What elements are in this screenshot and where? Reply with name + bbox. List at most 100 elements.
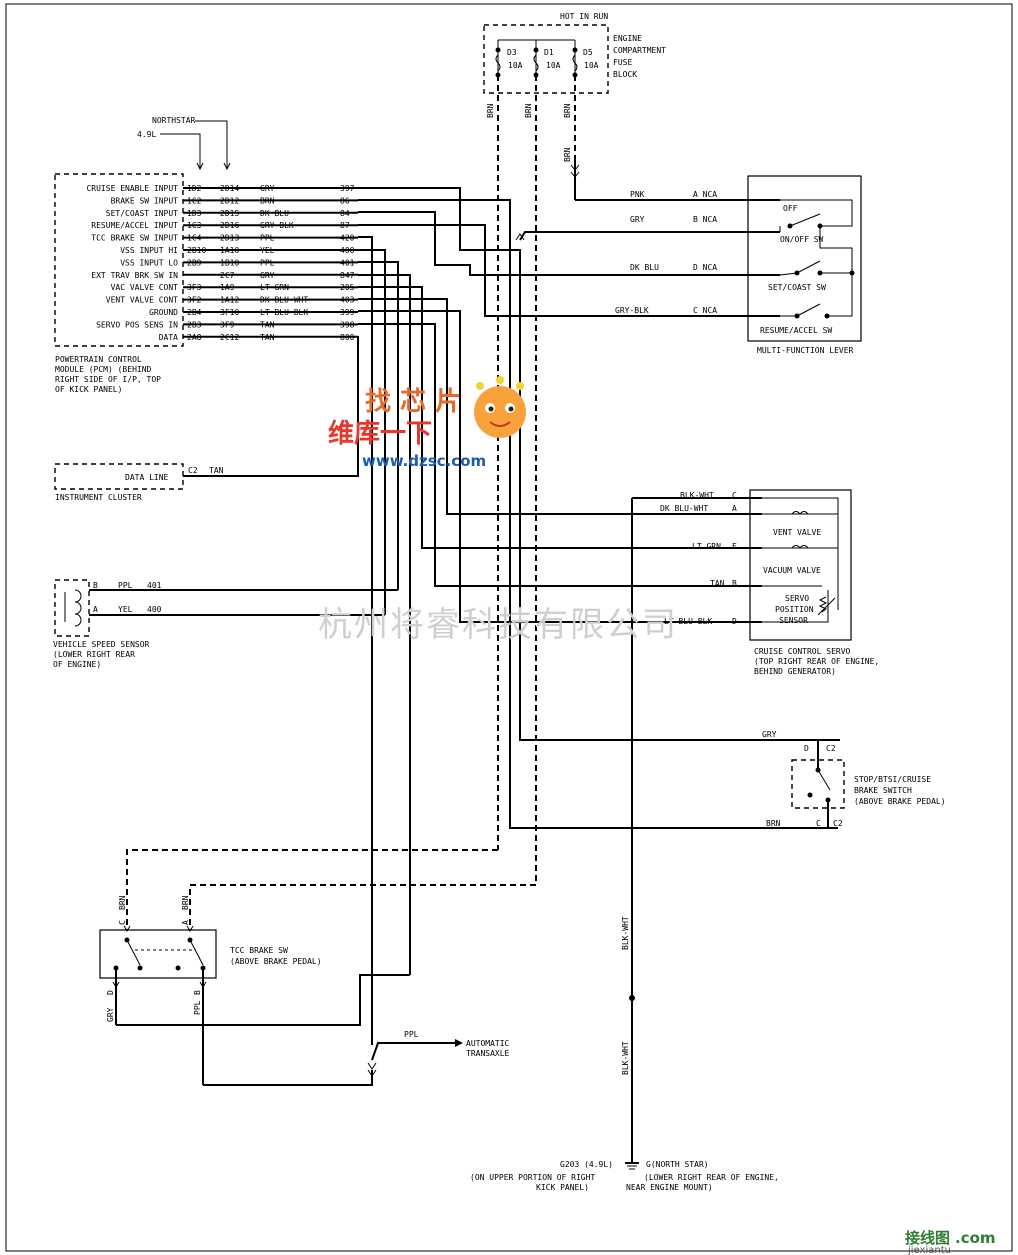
stop-sw-bot-color: BRN [766,819,781,828]
fuse-d3-name: D3 [507,48,517,57]
transaxle-wire-ppl: PPL [404,1030,419,1039]
fuse-d5-name: D5 [583,48,593,57]
fuse-wire-brn-2: BRN [524,103,533,118]
watermark-text: 杭州将睿科技有限公司 [318,605,678,645]
cluster-connector: C2 [188,466,198,475]
vss-pin-b: B [93,581,98,590]
northstar-label: NORTHSTAR [152,116,196,125]
fuse-d1-name: D1 [544,48,554,57]
pcm-pin-label: VAC VALVE CONT [111,283,179,292]
mfl-wire-gry: GRY [630,215,645,224]
servo-wire-dkbluwht: DK BLU-WHT [660,504,708,513]
logo-mascot-face [474,386,526,438]
stop-sw-caption-2: BRAKE SWITCH [854,786,912,795]
pcm-caption-1: POWERTRAIN CONTROL [55,355,142,364]
fuse-block: HOT IN RUN D3 10A D1 10A D5 10A ENGINE C… [483,12,666,94]
logo-line2: 维库一下 [328,418,432,449]
pcm-pin-label: CRUISE ENABLE INPUT [86,184,178,193]
tcc-brn-2: BRN [181,895,190,910]
ground-right-caption-2: NEAR ENGINE MOUNT) [626,1183,713,1192]
corner-brand: 接线图 .com jiexiantu [905,1229,996,1255]
pcm-pin-label: EXT TRAV BRK SW IN [91,271,178,280]
cluster-wire-color: TAN [209,466,224,475]
tcc-brn-1: BRN [118,895,127,910]
vss-circuit-a: 400 [147,605,162,614]
servo-sensor-label-2: POSITION [775,605,814,614]
tcc-ppl: PPL [193,1000,202,1015]
cruise-control-servo: BLK-WHT C DK BLU-WHT A LT GRN E TAN B LT… [631,489,879,1150]
fuse-wire-brn-1: BRN [486,103,495,118]
transaxle-label-1: AUTOMATIC [466,1039,510,1048]
tcc-pin-c: C [118,920,127,925]
vehicle-speed-sensor: B PPL 401 A YEL 400 VEHICLE SPEED SENSOR… [53,579,398,669]
ground-left-caption-2: KICK PANEL) [536,1183,589,1192]
instrument-cluster: DATA LINE C2 TAN INSTRUMENT CLUSTER [54,463,224,502]
vss-pin-a: A [93,605,98,614]
pcm-pin-label: VENT VALVE CONT [106,296,178,305]
fuse-block-label-1: ENGINE [613,34,642,43]
servo-wire-ltblublk: LT BLU-BLK [664,617,712,626]
mfl-off-label: OFF [783,204,798,213]
vss-caption-3: OF ENGINE) [53,660,101,669]
ground-wire-blkwht-1: BLK-WHT [621,916,630,950]
fuse-block-label-3: FUSE [613,58,632,67]
pcm-pin-label: BRAKE SW INPUT [111,196,179,205]
tcc-gry: GRY [106,1007,115,1022]
mfl-pin-b: B NCA [693,215,717,224]
pcm-caption-4: OF KICK PANEL) [55,385,122,394]
servo-pin-d: D [732,617,737,626]
pcm-pin-label: GROUND [149,308,178,317]
servo-pin-b: B [732,579,737,588]
servo-wire-tan: TAN [710,579,725,588]
ground-right-caption-1: (LOWER RIGHT REAR OF ENGINE, [644,1173,779,1182]
servo-sensor-label-1: SERVO [785,594,809,603]
mfl-setcoast-label: SET/COAST SW [768,283,826,292]
fuse-d5-rating: 10A [584,61,599,70]
stop-sw-caption-3: (ABOVE BRAKE PEDAL) [854,797,946,806]
vss-caption-2: (LOWER RIGHT REAR [53,650,135,659]
ground-wire-blkwht-2: BLK-WHT [621,1041,630,1075]
hot-in-run-label: HOT IN RUN [560,12,608,21]
servo-caption-1: CRUISE CONTROL SERVO [754,647,851,656]
tcc-caption-1: TCC BRAKE SW [230,946,288,955]
stop-sw-top-pin: D [804,744,809,753]
fuse-d1-rating: 10A [546,61,561,70]
servo-wire-ltgrn: LT GRN [692,542,721,551]
mfl-wire-pnk: PNK [630,190,645,199]
fuse-wire-brn-3: BRN [563,103,572,118]
stop-brake-switch: GRY D C2 BRN C C2 STOP/BTSI/CRUISE BRAKE… [762,730,946,829]
mfl-pin-a: A NCA [693,190,717,199]
pcm-pin-label: VSS INPUT HI [120,246,178,255]
cluster-data-line-label: DATA LINE [125,473,169,482]
tcc-brake-switch: C BRN A BRN D GRY B PPL TCC BRAKE SW (AB… [99,849,536,1086]
vss-circuit-b: 401 [147,581,162,590]
corner-brand-domain: jiexiantu [907,1245,951,1255]
stop-sw-top-conn: C2 [826,744,836,753]
pcm-pin-label: SET/COAST INPUT [106,209,178,218]
pcm-wires [183,187,840,1045]
tcc-pin-d: D [106,990,115,995]
servo-sensor-label-3: SENSOR [779,616,808,625]
ground-g203: BLK-WHT BLK-WHT G203 (4.9L) (ON UPPER PO… [470,916,779,1192]
servo-pin-a: A [732,504,737,513]
stop-sw-bot-pin: C [816,819,821,828]
servo-vacuum-label: VACUUM VALVE [763,566,821,575]
servo-pin-c: C [732,491,737,500]
dzsc-logo: 找 芯 片 维库一下 www.dzsc.com [328,376,526,470]
page-frame [5,3,1013,1252]
fuse-block-label-4: BLOCK [613,70,637,79]
logo-url: www.dzsc.com [362,452,486,470]
servo-caption-3: BEHIND GENERATOR) [754,667,836,676]
multi-function-lever: PNK A NCA GRY B NCA DK BLU D NCA GRY-BLK… [515,175,862,355]
fuse-block-label-2: COMPARTMENT [613,46,666,55]
corner-brand-cn: 接线图 [905,1229,950,1247]
vss-color-b: PPL [118,581,133,590]
servo-pin-e: E [732,542,737,551]
mfl-pin-c: C NCA [693,306,717,315]
pcm-pin-label: SERVO POS SENS IN [96,320,178,329]
mfl-caption: MULTI-FUNCTION LEVER [757,346,854,355]
engine-49-label: 4.9L [137,130,156,139]
corner-brand-com: .com [955,1229,996,1247]
